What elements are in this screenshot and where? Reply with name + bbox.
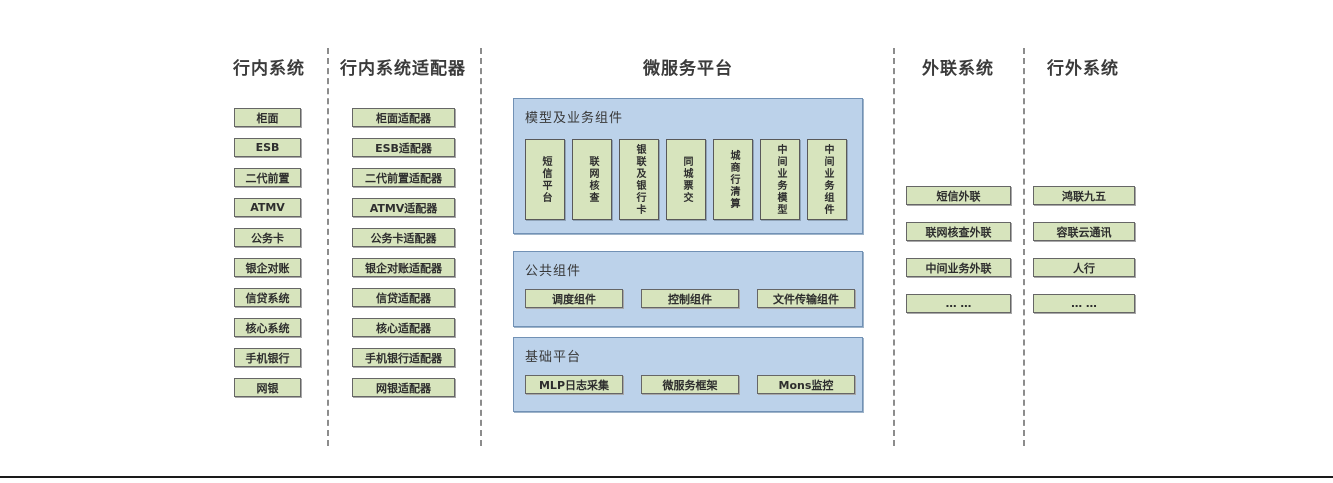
system-node: 核心系统 <box>234 318 301 337</box>
system-node: 公务卡 <box>234 228 301 247</box>
adapter-node: 核心适配器 <box>352 318 455 337</box>
out-of-bank-systems-list: 鸿联九五 容联云通讯 人行 … … <box>1033 186 1135 313</box>
system-node: … … <box>1033 294 1135 313</box>
external-link-systems-list: 短信外联 联网核查外联 中间业务外联 … … <box>906 186 1011 313</box>
column-title-external-link-systems: 外联系统 <box>922 59 994 79</box>
adapter-node: 柜面适配器 <box>352 108 455 127</box>
component-node: 同城票交 <box>666 139 706 220</box>
adapter-node: 银企对账适配器 <box>352 258 455 277</box>
adapter-node: 手机银行适配器 <box>352 348 455 367</box>
group-label: 模型及业务组件 <box>525 111 624 126</box>
group-label: 基础平台 <box>525 350 582 365</box>
group-label: 公共组件 <box>525 264 582 279</box>
column-title-microservice-platform: 微服务平台 <box>643 59 733 79</box>
system-node: 容联云通讯 <box>1033 222 1135 241</box>
bottom-rule <box>0 476 1333 478</box>
adapters-list: 柜面适配器 ESB适配器 二代前置适配器 ATMV适配器 公务卡适配器 银企对账… <box>352 108 455 397</box>
dashed-separator <box>1023 48 1025 446</box>
adapter-node: 信贷适配器 <box>352 288 455 307</box>
component-node: 调度组件 <box>525 289 623 308</box>
component-node: 银联及银行卡 <box>619 139 659 220</box>
system-node: 鸿联九五 <box>1033 186 1135 205</box>
group-model-business-components: 模型及业务组件 短信平台 联网核查 银联及银行卡 同城票交 城商行清算 中间业务… <box>513 98 863 234</box>
system-node: 网银 <box>234 378 301 397</box>
adapter-node: 二代前置适配器 <box>352 168 455 187</box>
system-node: 柜面 <box>234 108 301 127</box>
component-node: Mons监控 <box>757 375 855 394</box>
column-title-out-of-bank-systems: 行外系统 <box>1047 59 1119 79</box>
component-node: 文件传输组件 <box>757 289 855 308</box>
system-node: 人行 <box>1033 258 1135 277</box>
dashed-separator <box>480 48 482 446</box>
component-node: 中间业务组件 <box>807 139 847 220</box>
column-title-in-bank-systems: 行内系统 <box>233 59 305 79</box>
adapter-node: 网银适配器 <box>352 378 455 397</box>
adapter-node: ATMV适配器 <box>352 198 455 217</box>
group-common-components: 公共组件 调度组件 控制组件 文件传输组件 <box>513 251 863 327</box>
system-node: 联网核查外联 <box>906 222 1011 241</box>
dashed-separator <box>893 48 895 446</box>
system-node: 手机银行 <box>234 348 301 367</box>
system-node: 中间业务外联 <box>906 258 1011 277</box>
horizontal-node-row: MLP日志采集 微服务框架 Mons监控 <box>525 375 855 394</box>
column-title-in-bank-adapters: 行内系统适配器 <box>340 59 466 79</box>
system-node: 银企对账 <box>234 258 301 277</box>
in-bank-systems-list: 柜面 ESB 二代前置 ATMV 公务卡 银企对账 信贷系统 核心系统 手机银行… <box>234 108 301 397</box>
system-node: 信贷系统 <box>234 288 301 307</box>
component-node: 控制组件 <box>641 289 739 308</box>
dashed-separator <box>327 48 329 446</box>
adapter-node: 公务卡适配器 <box>352 228 455 247</box>
vertical-node-row: 短信平台 联网核查 银联及银行卡 同城票交 城商行清算 中间业务模型 中间业务组… <box>525 139 847 220</box>
system-node: ESB <box>234 138 301 157</box>
component-node: 联网核查 <box>572 139 612 220</box>
horizontal-node-row: 调度组件 控制组件 文件传输组件 <box>525 289 855 308</box>
component-node: MLP日志采集 <box>525 375 623 394</box>
system-node: 二代前置 <box>234 168 301 187</box>
system-node: ATMV <box>234 198 301 217</box>
system-node: 短信外联 <box>906 186 1011 205</box>
component-node: 微服务框架 <box>641 375 739 394</box>
component-node: 城商行清算 <box>713 139 753 220</box>
component-node: 短信平台 <box>525 139 565 220</box>
adapter-node: ESB适配器 <box>352 138 455 157</box>
group-base-platform: 基础平台 MLP日志采集 微服务框架 Mons监控 <box>513 337 863 412</box>
system-node: … … <box>906 294 1011 313</box>
component-node: 中间业务模型 <box>760 139 800 220</box>
